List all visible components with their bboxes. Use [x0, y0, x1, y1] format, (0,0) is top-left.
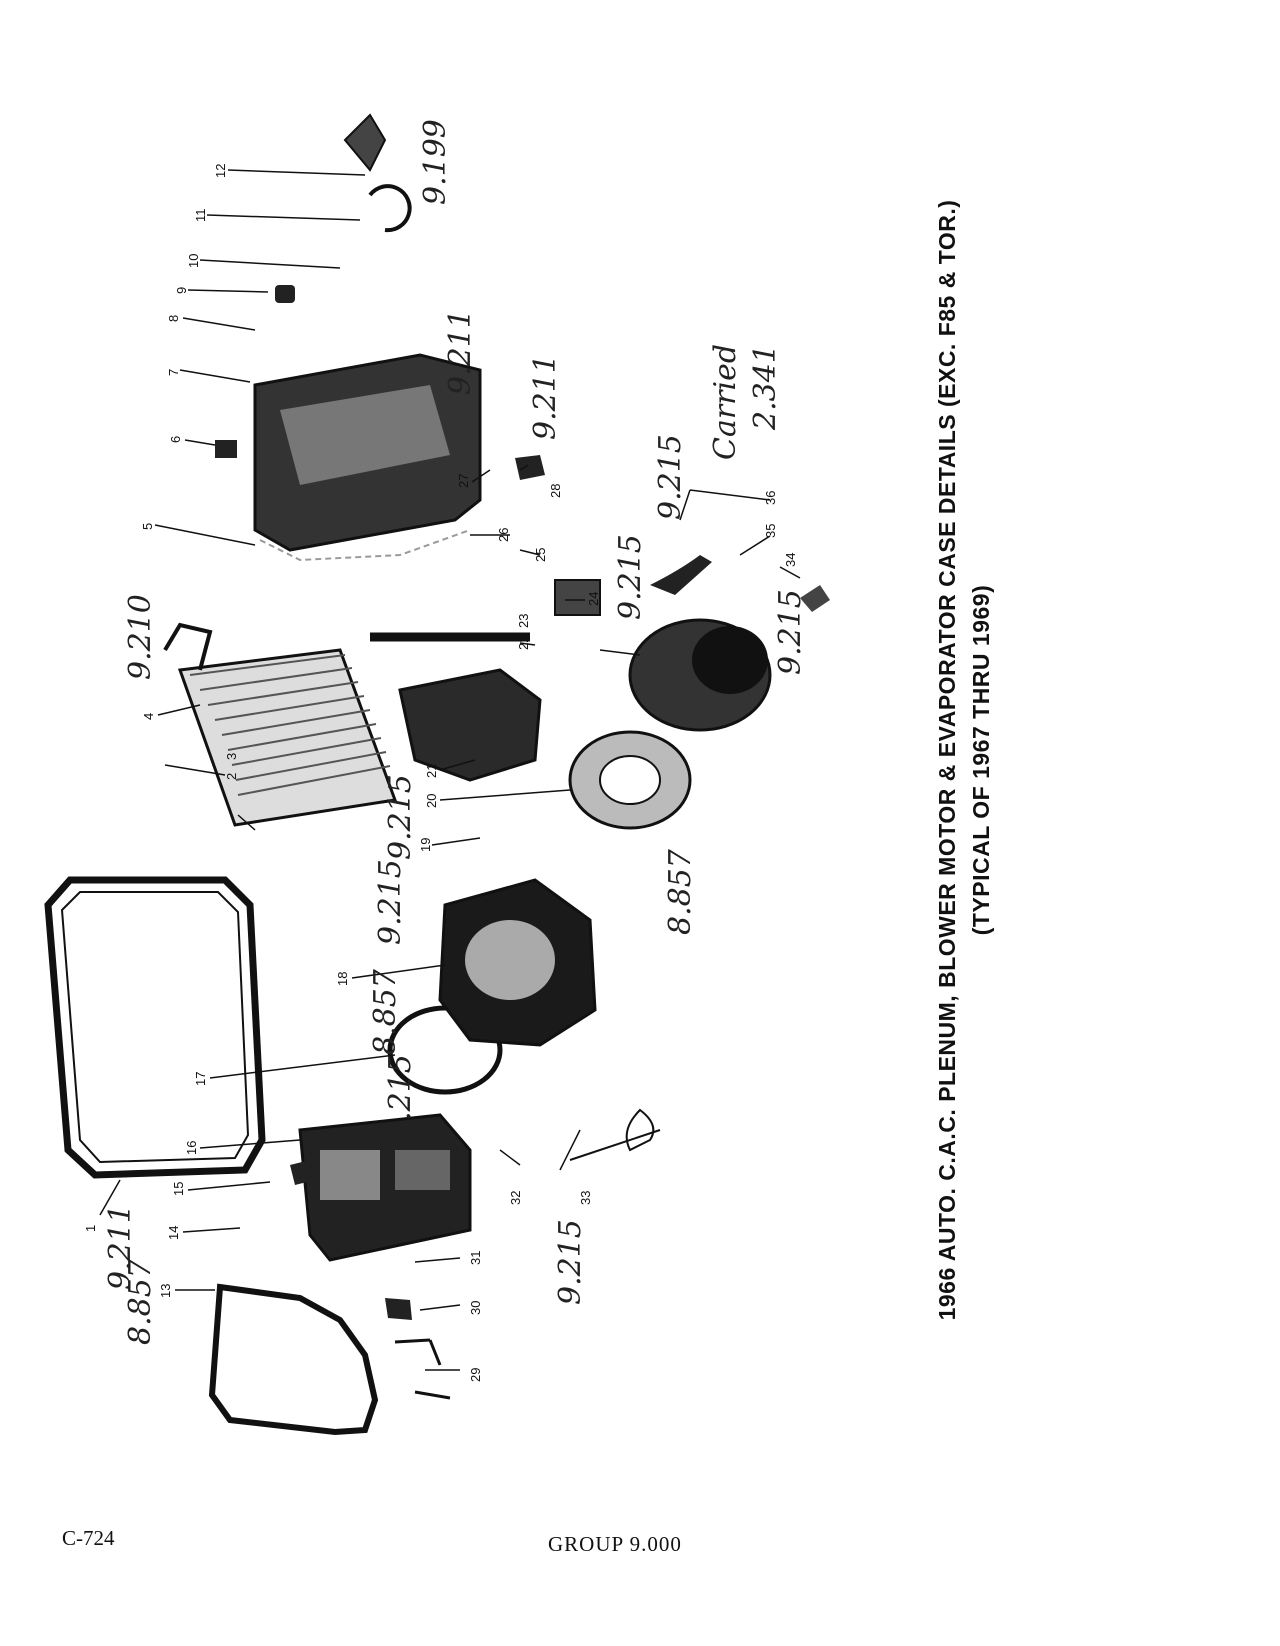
- motor-bracket-part-21: [398, 668, 542, 782]
- callout-7: 7: [166, 369, 181, 376]
- page-code: C-724: [62, 1526, 115, 1550]
- note-9-215-housing: 9.215: [373, 859, 408, 945]
- callout-20: 20: [424, 794, 439, 808]
- callout-27: 27: [456, 474, 471, 488]
- note-9-199: 9.199: [418, 119, 453, 205]
- evaporator-case-part-7: [253, 353, 482, 562]
- blower-motor-part-23: [628, 618, 772, 732]
- callout-21: 21: [424, 764, 439, 778]
- callout-16: 16: [184, 1141, 199, 1155]
- note-2-341: 2.341: [748, 344, 783, 431]
- note-8-857-lower: 8.857: [123, 1258, 158, 1345]
- callout-25: 25: [533, 548, 548, 562]
- callout-15: 15: [171, 1182, 186, 1196]
- callout-30: 30: [468, 1301, 483, 1315]
- callout-29: 29: [468, 1368, 483, 1382]
- callout-17: 17: [193, 1072, 208, 1086]
- leader-lines: [99, 169, 801, 1371]
- note-9-215-plenum: 9.215: [383, 1054, 418, 1140]
- callout-33: 33: [578, 1191, 593, 1205]
- callout-4: 4: [141, 713, 156, 720]
- note-9-215-hose: 9.215: [653, 434, 688, 520]
- note-9-211-grommet: 9.211: [528, 354, 563, 440]
- group-label: GROUP 9.000: [548, 1532, 682, 1556]
- case-gasket-part-13: [208, 1283, 379, 1436]
- callout-23: 23: [516, 614, 531, 628]
- note-9-210: 9.210: [123, 594, 158, 680]
- callout-14: 14: [166, 1226, 181, 1240]
- callout-32: 32: [508, 1191, 523, 1205]
- note-8-857-wheel: 8.857: [663, 848, 698, 935]
- callout-6: 6: [168, 436, 183, 443]
- note-9-211-gasket: 9.211: [103, 1204, 138, 1290]
- plenum-case-part-16: [298, 1113, 472, 1262]
- callout-2: 2: [224, 773, 239, 780]
- callout-12: 12: [213, 164, 228, 178]
- callout-numbers: 1 2 3 4 5 6 7 8 9 10 11 12 13 14 15 16 1…: [83, 164, 798, 1382]
- callout-10: 10: [186, 254, 201, 268]
- callout-11: 11: [193, 209, 208, 223]
- note-9-215-lower: 9.215: [553, 1219, 588, 1305]
- plenum-gasket-part-1: [44, 876, 266, 1179]
- callout-19: 19: [418, 838, 433, 852]
- callout-8: 8: [166, 315, 181, 322]
- callout-24: 24: [586, 592, 601, 606]
- note-9-215-screw: 9.215: [383, 774, 418, 860]
- evaporator-core-part-4: [163, 622, 398, 827]
- callout-9: 9: [174, 287, 189, 294]
- callout-1: 1: [83, 1225, 98, 1232]
- callout-28: 28: [548, 484, 563, 498]
- callout-18: 18: [335, 972, 350, 986]
- callout-3: 3: [224, 753, 239, 760]
- callout-26: 26: [496, 528, 511, 542]
- blower-housing-part-18: [438, 878, 597, 1047]
- blower-wheel-part-20: [568, 730, 692, 830]
- callout-5: 5: [140, 523, 155, 530]
- note-9-215-motor: 9.215: [613, 534, 648, 620]
- small-parts: [215, 113, 830, 1400]
- callout-31: 31: [468, 1251, 483, 1265]
- callout-13: 13: [158, 1284, 173, 1298]
- note-8-857-gasket: 8.857: [368, 968, 403, 1055]
- callout-34: 34: [783, 553, 798, 567]
- note-9-215-clip: 9.215: [773, 589, 808, 675]
- handwritten-notes: 9.199 9.211 9.211 9.210 9.215 9.215 9.21…: [103, 119, 808, 1345]
- note-9-211-case: 9.211: [443, 309, 478, 395]
- callout-35: 35: [763, 524, 778, 538]
- callout-36: 36: [763, 491, 778, 505]
- note-carried: Carried: [708, 344, 743, 460]
- callout-22: 22: [516, 636, 531, 650]
